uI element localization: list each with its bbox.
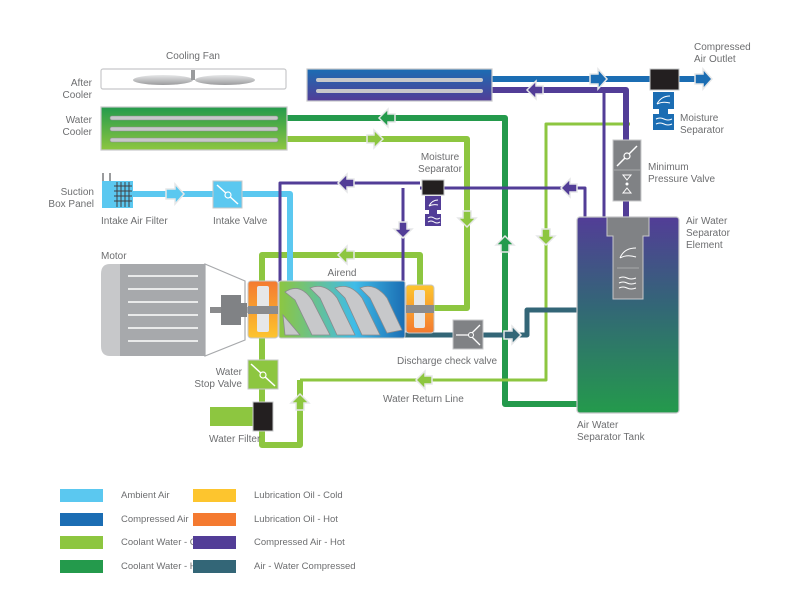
after-cooler — [306, 68, 493, 102]
label-water-stop-valve-2: Stop Valve — [194, 379, 242, 390]
arrow-left-icon — [559, 177, 578, 199]
legend-swatch — [60, 512, 103, 526]
water-filter — [210, 401, 274, 432]
label-airend: Airend — [328, 268, 357, 279]
legend-swatch — [193, 488, 236, 502]
legend-item: Compressed Air — [60, 512, 189, 526]
moisture-separator-outlet — [649, 68, 680, 130]
label-compressed-air-outlet-2: Air Outlet — [694, 54, 736, 65]
cooling-fan — [100, 68, 287, 90]
water-stop-valve — [247, 359, 279, 390]
legend-item: Lubrication Oil - Hot — [193, 512, 338, 526]
label-cooling-fan: Cooling Fan — [166, 51, 220, 62]
compressed-air-hot-pipe-thick — [492, 87, 629, 220]
label-suction-box-2: Box Panel — [48, 199, 94, 210]
label-water-cooler-1: Water — [66, 115, 93, 126]
arrow-right-icon — [503, 324, 523, 346]
legend-label: Air - Water Compressed — [254, 560, 356, 572]
legend-label: Lubrication Oil - Cold — [254, 489, 343, 501]
label-moisture-sep-outlet-2: Separator — [680, 125, 725, 136]
label-min-pressure-valve-2: Pressure Valve — [648, 174, 716, 185]
label-compressed-air-outlet-1: Compressed — [694, 42, 751, 53]
label-suction-box-1: Suction — [61, 187, 94, 198]
legend-label: Ambient Air — [121, 489, 170, 501]
arrow-right-icon — [694, 67, 714, 91]
label-intake-air-filter: Intake Air Filter — [101, 216, 168, 227]
airend — [278, 280, 406, 339]
legend-swatch — [193, 535, 236, 549]
water-cooler — [100, 106, 288, 151]
ambient-air-pipe — [133, 191, 293, 282]
label-water-cooler-2: Cooler — [63, 127, 93, 138]
motor — [101, 263, 280, 357]
arrow-right-icon — [165, 182, 186, 206]
moisture-separator-mid — [421, 179, 445, 226]
label-moisture-sep-outlet-1: Moisture — [680, 113, 719, 124]
arrow-left-icon — [377, 107, 396, 129]
legend-item: Lubrication Oil - Cold — [193, 488, 343, 502]
arrow-left-icon — [336, 172, 355, 194]
oil-seal-left — [247, 280, 279, 339]
oil-seal-right — [405, 284, 435, 334]
label-moisture-sep-mid-2: Separator — [418, 164, 463, 175]
legend-swatch — [193, 512, 236, 526]
label-separator-element-3: Element — [686, 240, 723, 251]
legend-label: Coolant Water - Hot — [121, 560, 205, 572]
legend-item: Coolant Water - Hot — [60, 559, 205, 573]
arrow-up-icon — [289, 392, 311, 411]
legend-label: Compressed Air — [121, 513, 189, 525]
arrow-right-icon — [366, 128, 385, 150]
label-min-pressure-valve-1: Minimum — [648, 162, 689, 173]
intake-air-filter — [102, 173, 133, 208]
legend: Ambient Air Compressed Air Coolant Water… — [60, 488, 360, 584]
label-water-stop-valve-1: Water — [216, 367, 243, 378]
label-after-cooler-1: After — [71, 78, 93, 89]
legend-swatch — [193, 559, 236, 573]
legend-item: Compressed Air - Hot — [193, 535, 345, 549]
arrow-down-icon — [456, 210, 478, 229]
legend-label: Lubrication Oil - Hot — [254, 513, 338, 525]
legend-label: Compressed Air - Hot — [254, 536, 345, 548]
flow-arrows — [165, 67, 714, 411]
label-intake-valve: Intake Valve — [213, 216, 268, 227]
legend-swatch — [60, 488, 103, 502]
label-moisture-sep-mid-1: Moisture — [421, 152, 460, 163]
legend-label: Coolant Water - Cold — [121, 536, 210, 548]
arrow-down-icon — [392, 221, 414, 240]
arrow-down-icon — [535, 228, 557, 247]
minimum-pressure-valve — [612, 139, 642, 202]
legend-swatch — [60, 559, 103, 573]
arrow-left-icon — [336, 244, 355, 266]
arrow-left-icon — [414, 369, 433, 391]
legend-item: Air - Water Compressed — [193, 559, 356, 573]
label-separator-element-2: Separator — [686, 228, 731, 239]
label-separator-tank-1: Air Water — [577, 420, 619, 431]
coolant-hot-pipe — [287, 115, 578, 407]
legend-item: Coolant Water - Cold — [60, 535, 209, 549]
intake-valve — [212, 180, 243, 209]
label-discharge-check-valve: Discharge check valve — [397, 356, 497, 367]
component-labels: Cooling Fan After Cooler Water Cooler Su… — [48, 42, 750, 445]
arrow-left-icon — [525, 79, 544, 101]
legend-swatch — [60, 535, 103, 549]
label-separator-element-1: Air Water — [686, 216, 728, 227]
legend-item: Ambient Air — [60, 488, 170, 502]
label-water-filter: Water Filter — [209, 434, 261, 445]
discharge-check-valve — [452, 319, 484, 350]
label-motor: Motor — [101, 251, 127, 262]
label-separator-tank-2: Separator Tank — [577, 432, 646, 443]
arrow-up-icon — [494, 234, 516, 253]
arrow-right-icon — [589, 67, 609, 91]
label-after-cooler-2: Cooler — [63, 90, 93, 101]
air-water-separator-element — [606, 216, 650, 300]
label-water-return-line: Water Return Line — [383, 394, 464, 405]
